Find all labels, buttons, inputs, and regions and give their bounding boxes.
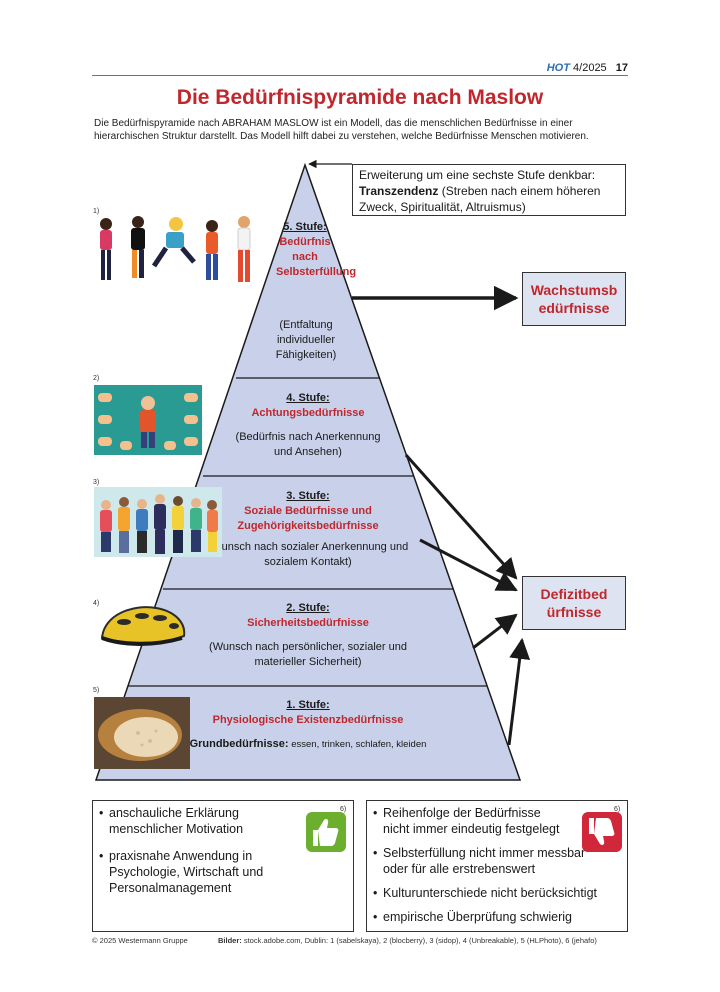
deficit-arrow-3 xyxy=(419,538,518,592)
footer-credits-text: stock.adobe.com, Dublin: 1 (sabelskaya),… xyxy=(241,936,597,945)
level-5-label: 5. Stufe: xyxy=(283,221,327,233)
con-item: Kulturunterschiede nicht berücksichtigt xyxy=(373,885,621,901)
level-1: 1. Stufe: Physiologische Existenzbedürfn… xyxy=(170,698,446,752)
level-4-label: 4. Stufe: xyxy=(286,392,330,404)
con-item: Selbsterfüllung nicht immer messbar oder… xyxy=(373,845,621,877)
level-5-need: Bedürfnis nach Selbsterfüllung xyxy=(276,236,357,278)
figure-label-6a: 6) xyxy=(340,806,347,813)
figure-label-2: 2) xyxy=(93,375,100,382)
thumbs-down-icon xyxy=(582,812,622,852)
extension-detail: (Streben nach einem höheren Zweck, Spiri… xyxy=(359,184,601,214)
intro-text: Die Bedürfnispyramide nach ABRAHAM MASLO… xyxy=(94,118,589,142)
level-5: 5. Stufe: Bedürfnis nach Selbsterfüllung xyxy=(276,220,357,280)
applause-image xyxy=(94,385,202,455)
extension-box: Erweiterung um eine sechste Stufe denkba… xyxy=(352,164,626,216)
level-3: 3. Stufe: Soziale Bedürfnisse und Zugehö… xyxy=(195,489,421,570)
footer-credits: Bilder: stock.adobe.com, Dublin: 1 (sabe… xyxy=(218,936,597,945)
figure-label-6b: 6) xyxy=(614,806,621,813)
deficit-needs-label: Defizitbedürfnisse xyxy=(540,586,608,620)
level-2-desc: (Wunsch nach persönlicher, sozialer und … xyxy=(209,641,407,668)
level-2-need: Sicherheitsbedürfnisse xyxy=(247,617,369,629)
level-1-grund-label: Grundbedürfnisse: xyxy=(189,738,289,750)
pyramid-shape xyxy=(94,162,522,781)
figure-label-4: 4) xyxy=(93,600,100,607)
level-3-need: Soziale Bedürfnisse und Zugehörigkeitsbe… xyxy=(237,505,379,532)
extension-line1: Erweiterung um eine sechste Stufe denkba… xyxy=(359,168,596,182)
helmet-image xyxy=(100,606,186,646)
page-header: HOT 4/2025 17 xyxy=(92,62,628,76)
level-1-need: Physiologische Existenzbedürfnisse xyxy=(212,714,404,726)
page-number: 17 xyxy=(615,62,628,74)
thumbs-up-icon xyxy=(306,812,346,852)
level-4-need: Achtungsbedürfnisse xyxy=(251,407,365,419)
page-title: Die Bedürfnispyramide nach Maslow xyxy=(176,86,544,109)
brand-label: HOT xyxy=(546,62,570,74)
level-4-desc: (Bedürfnis nach Anerkennung und Ansehen) xyxy=(235,431,381,458)
figure-label-5: 5) xyxy=(93,687,100,694)
level-4: 4. Stufe: Achtungsbedürfnisse (Bedürfnis… xyxy=(226,391,390,460)
deficit-arrow-1 xyxy=(507,637,531,746)
level-2: 2. Stufe: Sicherheitsbedürfnisse (Wunsch… xyxy=(200,601,416,670)
footer-credits-label: Bilder: xyxy=(218,936,242,945)
deficit-needs-box: Defizitbedürfnisse xyxy=(522,576,626,630)
level-5-desc: (Entfaltung individueller Fähigkeiten) xyxy=(275,319,337,361)
con-item: empirische Überprüfung schwierig xyxy=(373,909,621,925)
group-people-image xyxy=(94,487,222,557)
deficit-arrow-4 xyxy=(404,454,518,580)
level-1-grund-text: essen, trinken, schlafen, kleiden xyxy=(288,739,427,750)
issue-label: 4/2025 xyxy=(573,62,607,74)
figure-label-1: 1) xyxy=(93,208,100,215)
pro-item: anschauliche Erklärung menschlicher Moti… xyxy=(99,805,347,837)
con-item: Reihenfolge der Bedürfnisse nicht immer … xyxy=(373,805,621,837)
growth-needs-label: Wachstumsbedürfnisse xyxy=(530,282,618,316)
cons-box: Reihenfolge der Bedürfnisse nicht immer … xyxy=(366,800,628,932)
bread-image xyxy=(94,697,190,769)
dancing-people-image xyxy=(100,216,251,282)
level-2-label: 2. Stufe: xyxy=(286,602,330,614)
level-3-desc: (Wunsch nach sozialer Anerkennung und so… xyxy=(207,541,409,568)
figure-label-3: 3) xyxy=(93,479,100,486)
level-1-label: 1. Stufe: xyxy=(286,699,330,711)
deficit-arrow-2 xyxy=(472,613,518,650)
growth-needs-box: Wachstumsbedürfnisse xyxy=(522,272,626,326)
level-3-label: 3. Stufe: xyxy=(286,490,330,502)
footer-copyright: © 2025 Westermann Gruppe xyxy=(92,936,188,945)
level-5-desc-block: (Entfaltung individueller Fähigkeiten) xyxy=(256,318,356,363)
extension-term: Transzendenz xyxy=(359,184,439,198)
pro-item: praxisnahe Anwendung in Psychologie, Wir… xyxy=(99,848,347,896)
